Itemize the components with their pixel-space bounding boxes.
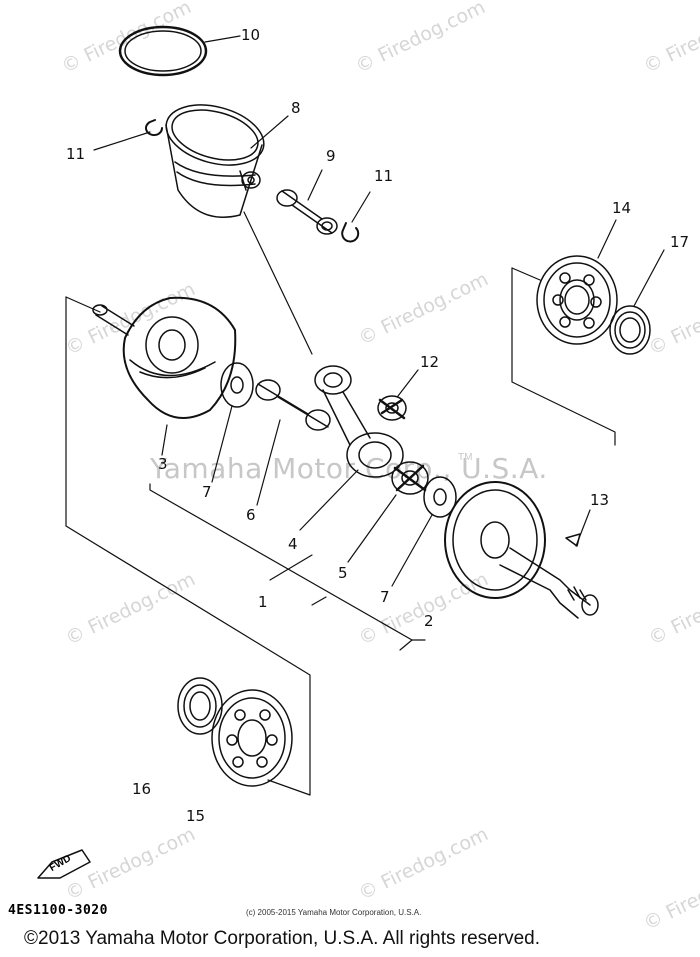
callout-11: 11 [374, 167, 394, 185]
footer-copyright: ©2013 Yamaha Motor Corporation, U.S.A. A… [24, 928, 540, 949]
circlip-part [145, 119, 164, 137]
callout-3: 3 [158, 455, 168, 473]
callout-1: 1 [258, 593, 268, 611]
oil-seal-part [609, 305, 651, 355]
watermark-tm: TM [458, 452, 473, 463]
piston-part [165, 104, 265, 218]
callout-13: 13 [590, 491, 610, 509]
oil-seal-lower-part [177, 677, 223, 735]
callout-4: 4 [288, 535, 298, 553]
callout-5: 5 [338, 564, 348, 582]
part-code: 4ES1100-3020 [8, 903, 108, 918]
forward-arrow-icon [37, 849, 91, 879]
bearing-part [536, 255, 618, 345]
crank-half-left-part [92, 296, 237, 419]
callout-10: 10 [241, 26, 261, 44]
needle-bearing-big-part [391, 461, 429, 495]
connecting-rod-part [314, 365, 404, 478]
piston-pin-part [276, 189, 338, 235]
crank-half-right-part [444, 481, 599, 619]
callout-16: 16 [132, 780, 152, 798]
bearing-lower-part [211, 689, 293, 787]
circlip-part [341, 222, 360, 243]
callout-17: 17 [670, 233, 690, 251]
callout-11: 11 [66, 145, 86, 163]
callout-12: 12 [420, 353, 440, 371]
callout-15: 15 [186, 807, 206, 825]
callout-7: 7 [202, 483, 212, 501]
small-copyright: (c) 2005-2015 Yamaha Motor Corporation, … [246, 908, 422, 917]
callout-9: 9 [326, 147, 336, 165]
crank-pin-part [255, 379, 331, 431]
callout-8: 8 [291, 99, 301, 117]
callout-2: 2 [424, 612, 434, 630]
thrust-washer-part [220, 362, 254, 408]
thrust-washer-part [423, 476, 457, 518]
needle-bearing-small-part [377, 395, 407, 421]
callout-14: 14 [612, 199, 632, 217]
callout-6: 6 [246, 506, 256, 524]
callout-7: 7 [380, 588, 390, 606]
piston-ring-part [118, 25, 208, 77]
